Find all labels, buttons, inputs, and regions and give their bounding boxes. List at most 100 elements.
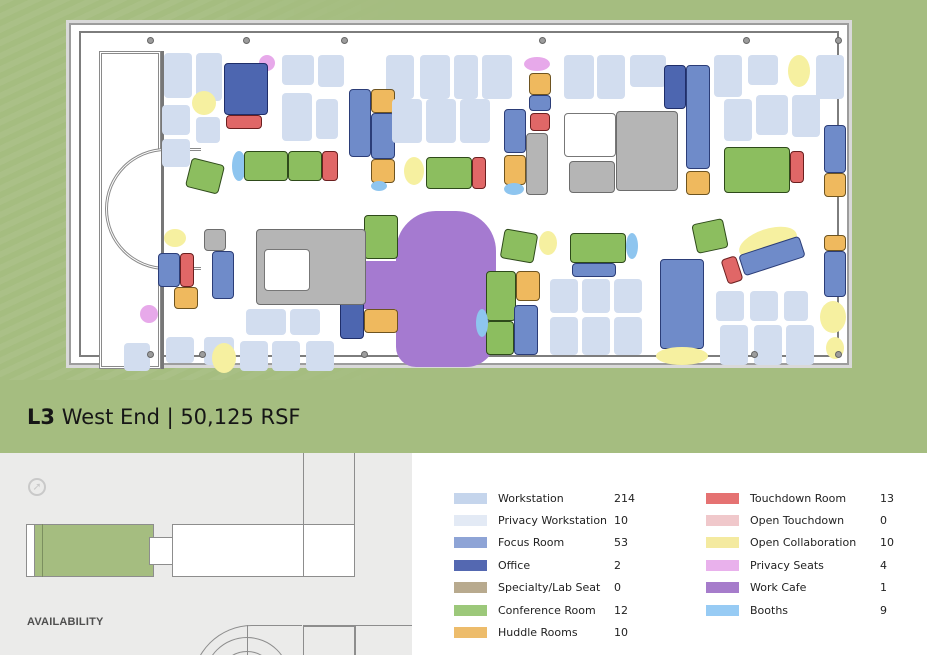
office-block[interactable] xyxy=(664,65,686,109)
workstation-cluster[interactable] xyxy=(750,291,778,321)
booth[interactable] xyxy=(476,309,488,337)
privacy-seat[interactable] xyxy=(524,57,550,71)
work-cafe-annex[interactable] xyxy=(364,261,398,309)
booth[interactable] xyxy=(504,183,524,195)
workstation-cluster[interactable] xyxy=(724,99,752,141)
workstation-cluster[interactable] xyxy=(550,279,578,313)
workstation-cluster[interactable] xyxy=(614,317,642,355)
conference-room[interactable] xyxy=(570,233,626,263)
open-collaboration[interactable] xyxy=(404,157,424,185)
touchdown-room[interactable] xyxy=(530,113,550,131)
open-collaboration[interactable] xyxy=(212,343,236,373)
open-collaboration[interactable] xyxy=(788,55,810,87)
workstation-cluster[interactable] xyxy=(272,341,300,371)
workstation-cluster[interactable] xyxy=(754,325,782,365)
conference-room[interactable] xyxy=(426,157,472,189)
conference-room[interactable] xyxy=(691,218,729,254)
conference-room[interactable] xyxy=(288,151,322,181)
workstation-cluster[interactable] xyxy=(318,55,344,87)
workstation-cluster[interactable] xyxy=(306,341,334,371)
workstation-cluster[interactable] xyxy=(454,55,478,99)
open-collaboration[interactable] xyxy=(539,231,557,255)
workstation-cluster[interactable] xyxy=(816,55,844,99)
focus-rooms[interactable] xyxy=(212,251,234,299)
focus-rooms[interactable] xyxy=(572,263,616,277)
conference-room[interactable] xyxy=(364,215,398,259)
workstation-cluster[interactable] xyxy=(716,291,744,321)
office-block[interactable] xyxy=(224,63,268,115)
touchdown-room[interactable] xyxy=(472,157,486,189)
workstation-cluster[interactable] xyxy=(582,279,610,313)
workstation-cluster[interactable] xyxy=(482,55,512,99)
focus-rooms[interactable] xyxy=(824,251,846,297)
open-collaboration[interactable] xyxy=(656,347,708,365)
workstation-cluster[interactable] xyxy=(392,99,422,143)
workstation-cluster[interactable] xyxy=(290,309,320,335)
huddle-room[interactable] xyxy=(516,271,540,301)
focus-rooms[interactable] xyxy=(504,109,526,153)
booth[interactable] xyxy=(232,151,246,181)
conference-room[interactable] xyxy=(486,271,516,321)
huddle-room[interactable] xyxy=(371,159,395,183)
booth[interactable] xyxy=(371,181,387,191)
workstation-cluster[interactable] xyxy=(166,337,194,363)
workstation-cluster[interactable] xyxy=(164,53,192,98)
workstation-cluster[interactable] xyxy=(748,55,778,85)
workstation-cluster[interactable] xyxy=(282,93,312,141)
workstation-cluster[interactable] xyxy=(597,55,625,99)
workstation-cluster[interactable] xyxy=(630,55,666,87)
workstation-cluster[interactable] xyxy=(240,341,268,371)
focus-rooms[interactable] xyxy=(514,305,538,355)
focus-rooms[interactable] xyxy=(824,125,846,173)
open-collaboration[interactable] xyxy=(192,91,216,115)
privacy-seat[interactable] xyxy=(140,305,158,323)
conference-room[interactable] xyxy=(184,157,226,195)
workstation-cluster[interactable] xyxy=(460,99,490,143)
touchdown-room[interactable] xyxy=(322,151,338,181)
workstation-cluster[interactable] xyxy=(196,117,220,143)
huddle-room[interactable] xyxy=(371,89,395,113)
focus-rooms[interactable] xyxy=(529,95,551,111)
work-cafe[interactable] xyxy=(396,211,496,367)
focus-rooms[interactable] xyxy=(158,253,180,287)
workstation-cluster[interactable] xyxy=(162,105,190,135)
workstation-cluster[interactable] xyxy=(582,317,610,355)
focus-rooms[interactable] xyxy=(349,89,371,157)
huddle-room[interactable] xyxy=(824,173,846,197)
workstation-cluster[interactable] xyxy=(316,99,338,139)
workstation-cluster[interactable] xyxy=(282,55,314,85)
workstation-cluster[interactable] xyxy=(420,55,450,99)
booth[interactable] xyxy=(626,233,638,259)
focus-rooms[interactable] xyxy=(686,65,710,169)
keyplan-west-end-highlight xyxy=(34,524,154,577)
touchdown-room[interactable] xyxy=(226,115,262,129)
huddle-room[interactable] xyxy=(529,73,551,95)
conference-room[interactable] xyxy=(724,147,790,193)
open-collaboration[interactable] xyxy=(820,301,846,333)
huddle-room[interactable] xyxy=(824,235,846,251)
workstation-cluster[interactable] xyxy=(720,325,748,365)
workstation-cluster[interactable] xyxy=(124,343,150,371)
huddle-room[interactable] xyxy=(504,155,526,185)
workstation-cluster[interactable] xyxy=(714,55,742,97)
workstation-cluster[interactable] xyxy=(426,99,456,143)
conference-room[interactable] xyxy=(244,151,288,181)
focus-rooms[interactable] xyxy=(660,259,704,349)
workstation-cluster[interactable] xyxy=(786,325,814,365)
workstation-cluster[interactable] xyxy=(550,317,578,355)
conference-room[interactable] xyxy=(499,228,539,264)
workstation-cluster[interactable] xyxy=(162,139,190,167)
conference-room[interactable] xyxy=(486,321,514,355)
workstation-cluster[interactable] xyxy=(246,309,286,335)
workstation-cluster[interactable] xyxy=(756,95,788,135)
workstation-cluster[interactable] xyxy=(564,55,594,99)
workstation-cluster[interactable] xyxy=(792,95,820,137)
huddle-room[interactable] xyxy=(364,309,398,333)
touchdown-room[interactable] xyxy=(790,151,804,183)
workstation-cluster[interactable] xyxy=(614,279,642,313)
open-collaboration[interactable] xyxy=(164,229,186,247)
huddle-room[interactable] xyxy=(174,287,198,309)
touchdown-room[interactable] xyxy=(180,253,194,287)
workstation-cluster[interactable] xyxy=(784,291,808,321)
huddle-room[interactable] xyxy=(686,171,710,195)
